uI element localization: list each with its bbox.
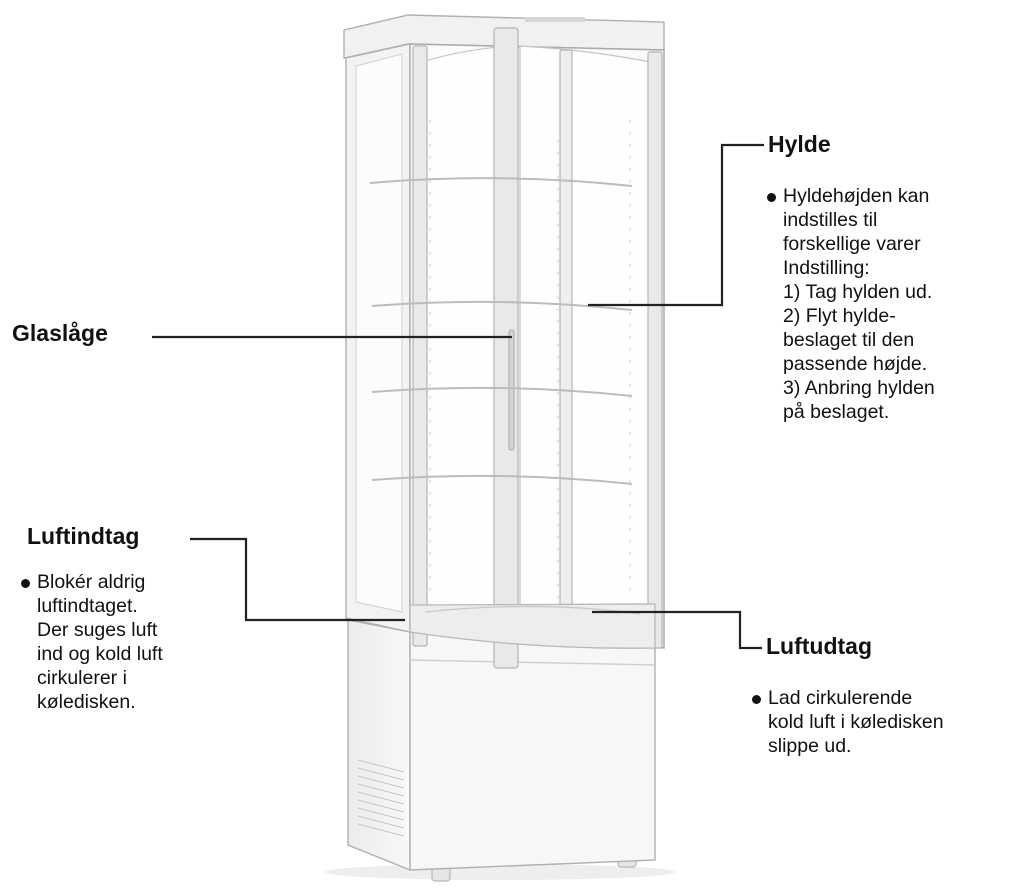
shelves (369, 177, 633, 485)
side-vent-grille (357, 759, 405, 837)
hylde-line-8: passende højde. (783, 353, 928, 375)
label-glaslaage: Glaslåge (12, 320, 108, 346)
label-luftindtag: Luftindtag (27, 523, 140, 549)
label-luftudtag: Luftudtag (766, 633, 873, 659)
leader-luftudtag (592, 610, 762, 650)
hylde-description: Hyldehøjden kan indstilles til forskelli… (767, 184, 935, 424)
hylde-line-5: 1) Tag hylden ud. (783, 281, 933, 303)
hylde-line-1: Hyldehøjden kan (783, 185, 930, 207)
shelf-rails (429, 120, 631, 600)
hylde-line-6: 2) Flyt hylde- (783, 305, 896, 327)
luftudtag-description: Lad cirkulerende kold luft i køledisken … (752, 686, 944, 758)
luftindtag-line-5: cirkulerer i (37, 667, 127, 689)
leader-hylde (588, 143, 764, 307)
hylde-line-10: på beslaget. (783, 401, 890, 423)
luftudtag-line-1: Lad cirkulerende (768, 687, 913, 709)
luftindtag-line-1: Blokér aldrig (37, 571, 146, 593)
luftindtag-line-2: luftindtaget. (37, 595, 138, 617)
luftindtag-description: Blokér aldrig luftindtaget. Der suges lu… (21, 570, 163, 714)
hylde-line-9: 3) Anbring hylden (783, 377, 935, 399)
door-frame (412, 27, 663, 669)
bottom-tray (409, 603, 656, 649)
leader-luftindtag (190, 537, 405, 622)
bullet-icon (752, 695, 761, 704)
hylde-line-2: indstilles til (783, 209, 878, 231)
luftindtag-line-4: ind og kold luft (37, 643, 163, 665)
hylde-line-3: forskellige varer (783, 233, 921, 255)
luftindtag-line-6: køledisken. (37, 691, 136, 713)
door-handle (508, 329, 515, 451)
luftudtag-line-2: kold luft i køledisken (768, 711, 944, 733)
hylde-line-4: Indstilling: (783, 257, 870, 279)
leader-lines (152, 143, 764, 650)
luftindtag-line-3: Der suges luft (37, 619, 158, 641)
label-hylde: Hylde (768, 131, 831, 157)
bullet-icon (767, 193, 776, 202)
luftudtag-line-3: slippe ud. (768, 735, 852, 757)
front-glass (409, 43, 665, 649)
bullet-icon (21, 579, 30, 588)
hylde-line-7: beslaget til den (783, 329, 915, 351)
